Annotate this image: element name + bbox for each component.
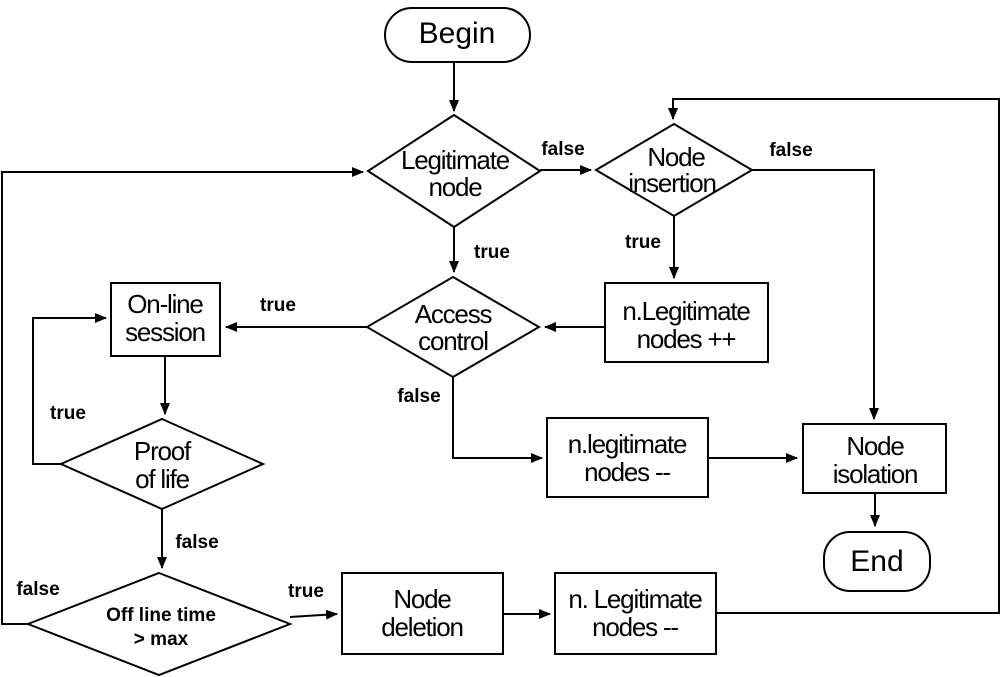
nlegitimate-mm-bottom-process-shape bbox=[554, 572, 717, 655]
node-node-isolation: Node isolation bbox=[802, 423, 947, 494]
node-insertion-decision-shape bbox=[594, 122, 754, 218]
edge-label-proof-false: false bbox=[175, 532, 218, 553]
node-deletion-label-line2: deletion bbox=[381, 612, 462, 642]
node-deletion-process-shape bbox=[341, 572, 504, 655]
legitimate-node-decision-shape bbox=[366, 113, 542, 229]
edge-label-proof-true: true bbox=[50, 403, 86, 424]
node-online-session: On-line session bbox=[110, 282, 221, 357]
edge-proof-of-life-true-to-online-session bbox=[32, 313, 107, 465]
nlegitimate-pp-process-shape bbox=[604, 282, 769, 363]
nlegitimate-mm-mid-label-line2: nodes -- bbox=[584, 457, 670, 487]
edge-label-insertion-false: false bbox=[769, 140, 812, 161]
access-control-label-line2: control bbox=[418, 326, 488, 356]
node-nlegitimate-mm-mid: n.legitimate nodes -- bbox=[546, 417, 709, 498]
proof-of-life-label-line2: of life bbox=[135, 464, 189, 494]
node-node-insertion: Node insertion bbox=[594, 122, 754, 218]
node-legitimate-node: Legitimate node bbox=[366, 113, 542, 229]
nlegitimate-pp-label-line2: nodes ++ bbox=[637, 324, 736, 354]
edge-offline-time-true-to-node-deletion bbox=[289, 609, 338, 620]
edge-nlegitimate-mm-bottom-to-node-insertion bbox=[668, 98, 1000, 614]
nlegitimate-mm-bottom-label-line2: nodes -- bbox=[592, 612, 678, 642]
offline-time-label-line2: > max bbox=[134, 629, 189, 650]
begin-terminator-shape bbox=[384, 7, 531, 63]
proof-of-life-decision-shape bbox=[58, 417, 266, 511]
edge-offline-time-false-to-legitimate-node bbox=[1, 167, 364, 625]
node-begin: Begin bbox=[384, 7, 531, 63]
nlegitimate-pp-label-line1: n.Legitimate bbox=[622, 296, 750, 326]
legitimate-node-label-line2: node bbox=[428, 172, 482, 202]
edge-label-legitimate-false: false bbox=[541, 139, 584, 160]
node-access-control: Access control bbox=[365, 275, 541, 379]
end-terminator-shape bbox=[823, 531, 931, 592]
nlegitimate-mm-mid-label-line1: n.legitimate bbox=[568, 429, 687, 459]
proof-of-life-label-line1: Proof bbox=[134, 436, 192, 466]
edge-label-offline-true: true bbox=[288, 581, 324, 602]
offline-time-decision-shape bbox=[25, 571, 293, 677]
edge-access-control-false-to-nlegitimate-mm-mid bbox=[452, 377, 543, 463]
edge-label-access-false: false bbox=[397, 386, 440, 407]
online-session-label-line1: On-line bbox=[127, 289, 203, 319]
node-nlegitimate-pp: n.Legitimate nodes ++ bbox=[604, 282, 769, 363]
access-control-label-line1: Access bbox=[415, 299, 493, 329]
node-proof-of-life: Proof of life bbox=[58, 417, 266, 511]
begin-label: Begin bbox=[419, 17, 496, 50]
node-isolation-label-line2: isolation bbox=[833, 459, 918, 489]
nlegitimate-mm-mid-process-shape bbox=[546, 417, 709, 498]
node-offline-time: Off line time > max bbox=[25, 571, 293, 677]
node-insertion-label-line2: insertion bbox=[628, 168, 715, 198]
legitimate-node-label-line1: Legitimate bbox=[401, 145, 510, 175]
edge-node-insertion-false-to-node-isolation bbox=[752, 169, 879, 420]
node-insertion-label-line1: Node bbox=[647, 142, 705, 172]
node-node-deletion: Node deletion bbox=[341, 572, 504, 655]
edge-label-offline-false: false bbox=[16, 579, 59, 600]
offline-time-label-line1: Off line time bbox=[106, 605, 216, 626]
node-nlegitimate-mm-bottom: n. Legitimate nodes -- bbox=[554, 572, 717, 655]
node-deletion-label-line1: Node bbox=[393, 584, 451, 614]
edge-label-insertion-true: true bbox=[625, 232, 661, 253]
online-session-process-shape bbox=[110, 282, 221, 357]
end-label: End bbox=[850, 545, 903, 578]
access-control-decision-shape bbox=[365, 275, 541, 379]
online-session-label-line2: session bbox=[125, 317, 205, 347]
node-end: End bbox=[823, 531, 931, 592]
nlegitimate-mm-bottom-label-line1: n. Legitimate bbox=[568, 584, 702, 614]
node-isolation-label-line1: Node bbox=[846, 431, 904, 461]
edge-label-access-true: true bbox=[260, 295, 296, 316]
edge-label-legitimate-true: true bbox=[474, 242, 510, 263]
node-isolation-process-shape bbox=[802, 423, 947, 494]
